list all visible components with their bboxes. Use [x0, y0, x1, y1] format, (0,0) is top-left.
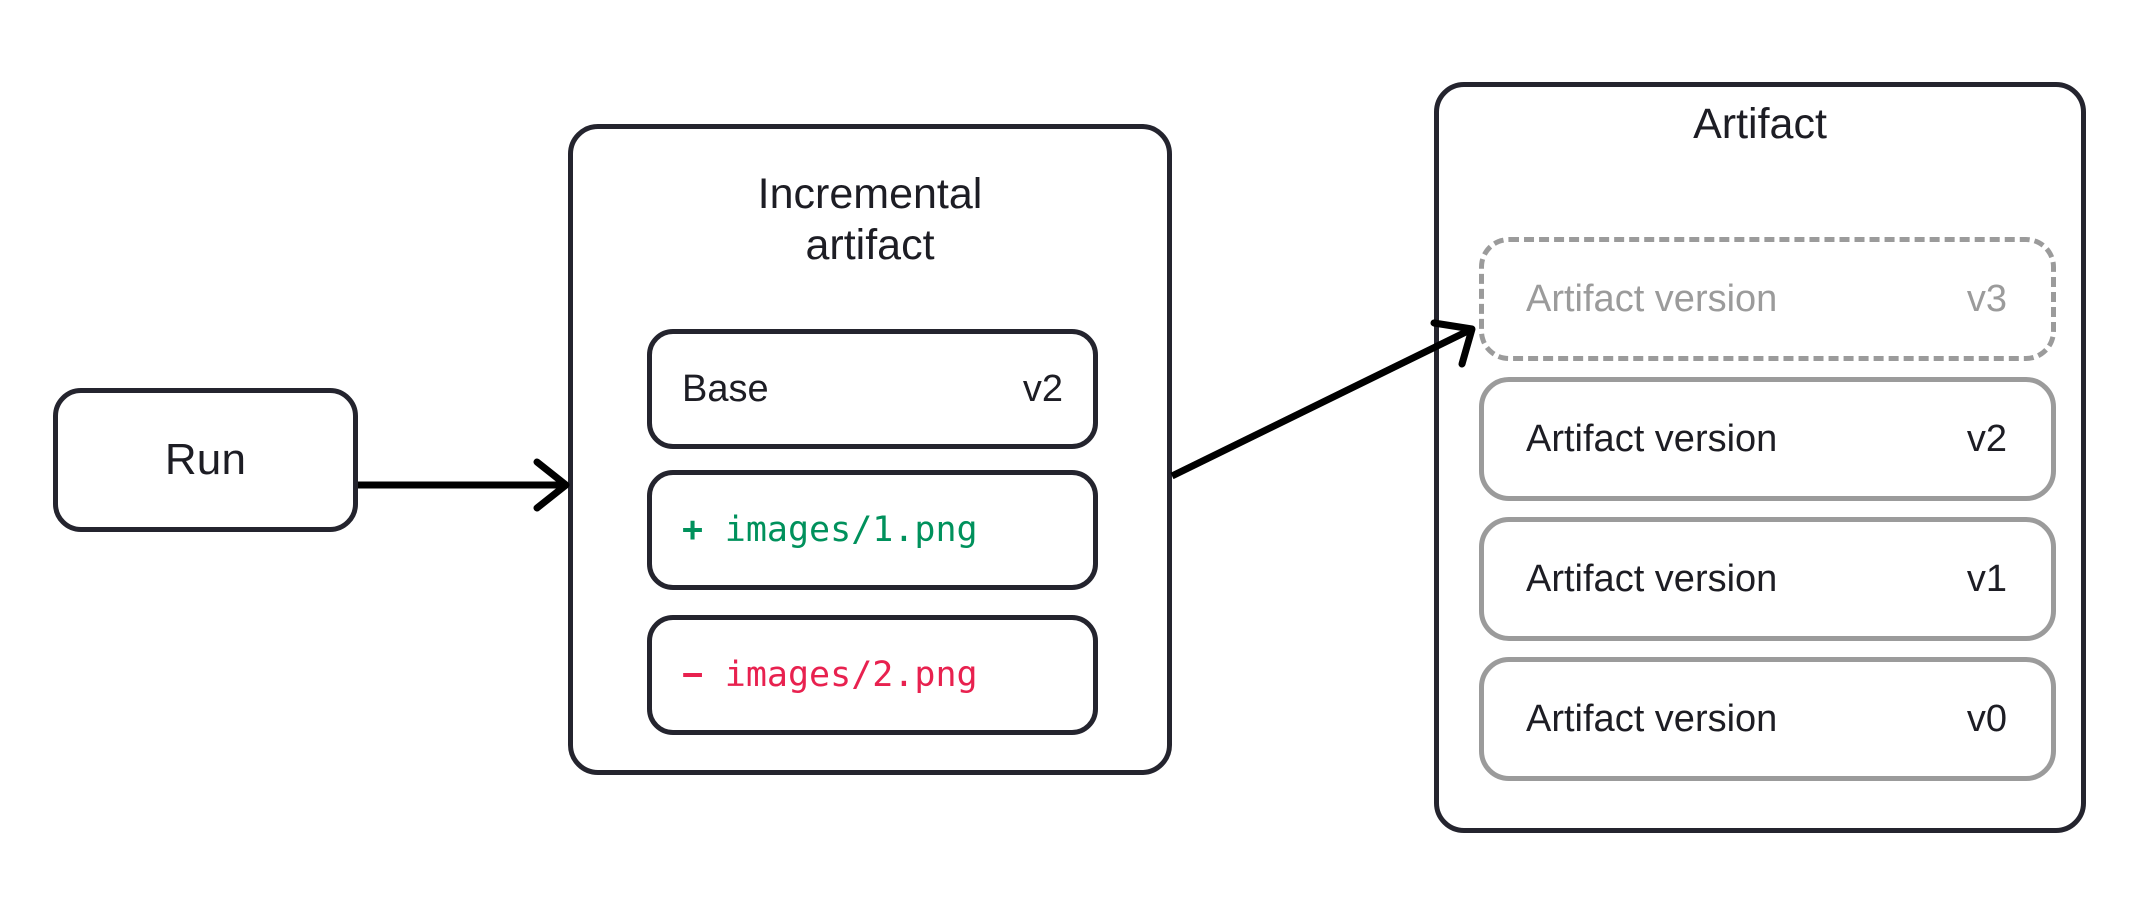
artifact-version-row-v0[interactable]: Artifact version v0	[1479, 657, 2056, 781]
incremental-row-added-file[interactable]: + images/1.png	[647, 470, 1098, 590]
incremental-row-removed-file[interactable]: − images/2.png	[647, 615, 1098, 735]
removed-file-entry: − images/2.png	[682, 654, 978, 695]
artifact-version-row-v2[interactable]: Artifact version v2	[1479, 377, 2056, 501]
artifact-version-value: v2	[1966, 418, 2007, 460]
artifact-version-value: v3	[1966, 278, 2007, 320]
artifact-version-value: v1	[1966, 558, 2007, 600]
added-file-entry: + images/1.png	[682, 509, 978, 550]
incremental-row-base[interactable]: Base v2	[647, 329, 1098, 449]
plus-icon: +	[682, 509, 704, 550]
artifact-node[interactable]: Artifact Artifact version v3 Artifact ve…	[1434, 82, 2086, 833]
artifact-version-row-v3[interactable]: Artifact version v3	[1479, 237, 2056, 361]
run-node[interactable]: Run	[53, 388, 358, 532]
arrow-incremental-to-artifact	[1170, 319, 1476, 480]
incremental-row-base-label: Base	[682, 368, 769, 410]
incremental-artifact-title: Incremental artifact	[757, 170, 983, 269]
artifact-version-label: Artifact version	[1526, 558, 1778, 600]
removed-file-path: images/2.png	[724, 654, 978, 695]
artifact-version-label: Artifact version	[1526, 698, 1778, 740]
artifact-version-value: v0	[1966, 698, 2007, 740]
incremental-artifact-node[interactable]: Incremental artifact Base v2 + images/1.…	[568, 124, 1172, 775]
artifact-title: Artifact	[1693, 100, 1827, 148]
run-label: Run	[164, 435, 247, 484]
minus-icon: −	[682, 654, 704, 695]
artifact-version-label: Artifact version	[1526, 418, 1778, 460]
incremental-row-base-version: v2	[1022, 368, 1063, 410]
added-file-path: images/1.png	[724, 509, 978, 550]
arrow-run-to-incremental	[358, 458, 570, 512]
artifact-version-label: Artifact version	[1526, 278, 1778, 320]
artifact-version-row-v1[interactable]: Artifact version v1	[1479, 517, 2056, 641]
